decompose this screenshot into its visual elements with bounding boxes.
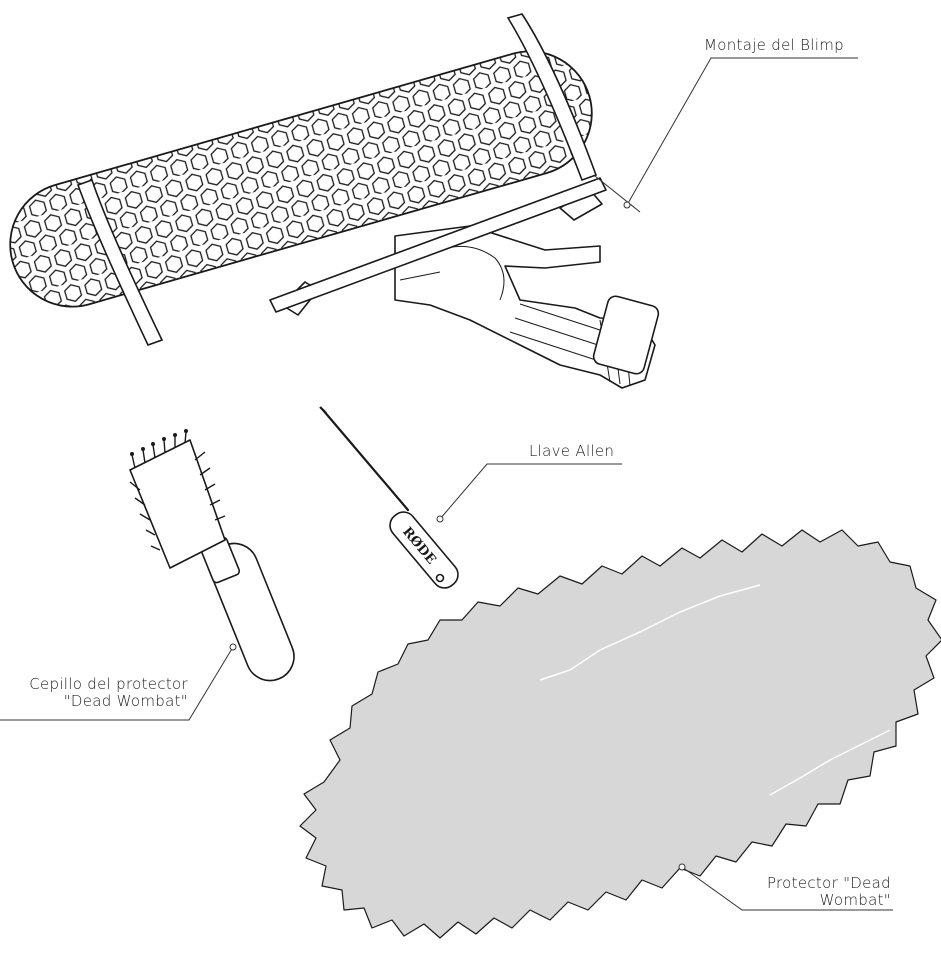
label-brush: Cepillo del protector "Dead Wombat" bbox=[29, 676, 188, 710]
wombat-brush bbox=[130, 429, 301, 688]
label-dead-wombat: Protector "Dead Wombat" bbox=[767, 875, 891, 909]
allen-key: RØDE bbox=[320, 407, 463, 593]
label-blimp-mount: Montaje del Blimp bbox=[704, 37, 844, 54]
label-allen-key: Llave Allen bbox=[529, 443, 614, 460]
